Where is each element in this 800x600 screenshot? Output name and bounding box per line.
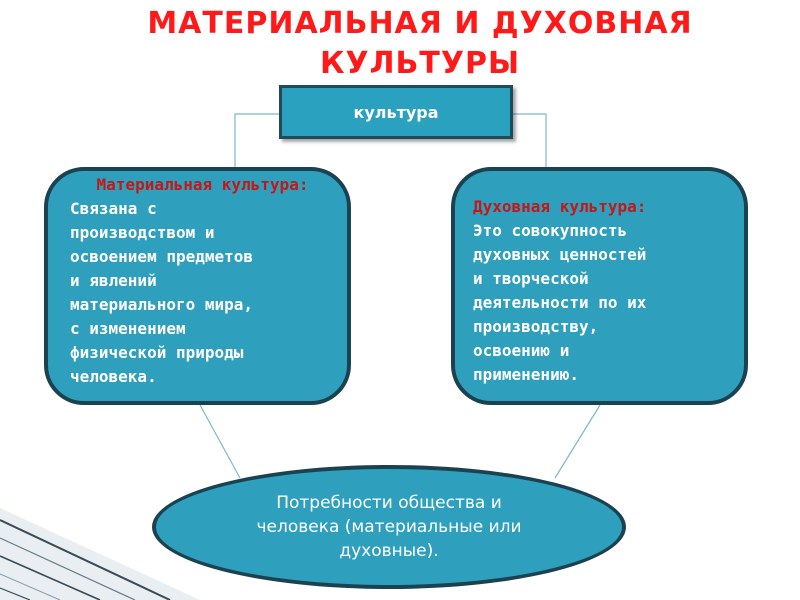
spiritual-culture-heading: Духовная культура: (473, 197, 647, 216)
needs-node: Потребности общества и человека (материа… (152, 465, 626, 589)
spiritual-culture-card: Духовная культура: Это совокупность духо… (451, 167, 748, 405)
decorative-stripes (0, 508, 200, 600)
needs-text: Потребности общества и человека (материа… (256, 493, 522, 561)
page-title: МАТЕРИАЛЬНАЯ И ДУХОВНАЯ КУЛЬТУРЫ (0, 4, 800, 84)
root-node-label: культура (353, 102, 439, 122)
connector-right-bottom (554, 404, 601, 479)
connector-root-right (513, 113, 547, 167)
material-culture-text: Связана с производством и освоением пред… (70, 199, 254, 386)
material-culture-heading: Материальная культура: (96, 175, 309, 194)
spiritual-culture-text: Это совокупность духовных ценностей и тв… (473, 221, 647, 384)
connector-left-bottom (199, 404, 241, 479)
root-node-culture: культура (279, 85, 513, 139)
title-line-1: МАТЕРИАЛЬНАЯ И ДУХОВНАЯ (147, 6, 693, 41)
connector-root-left (234, 113, 279, 167)
title-line-2: КУЛЬТУРЫ (319, 46, 521, 81)
material-culture-card: Материальная культура: Связана с произво… (44, 167, 351, 405)
